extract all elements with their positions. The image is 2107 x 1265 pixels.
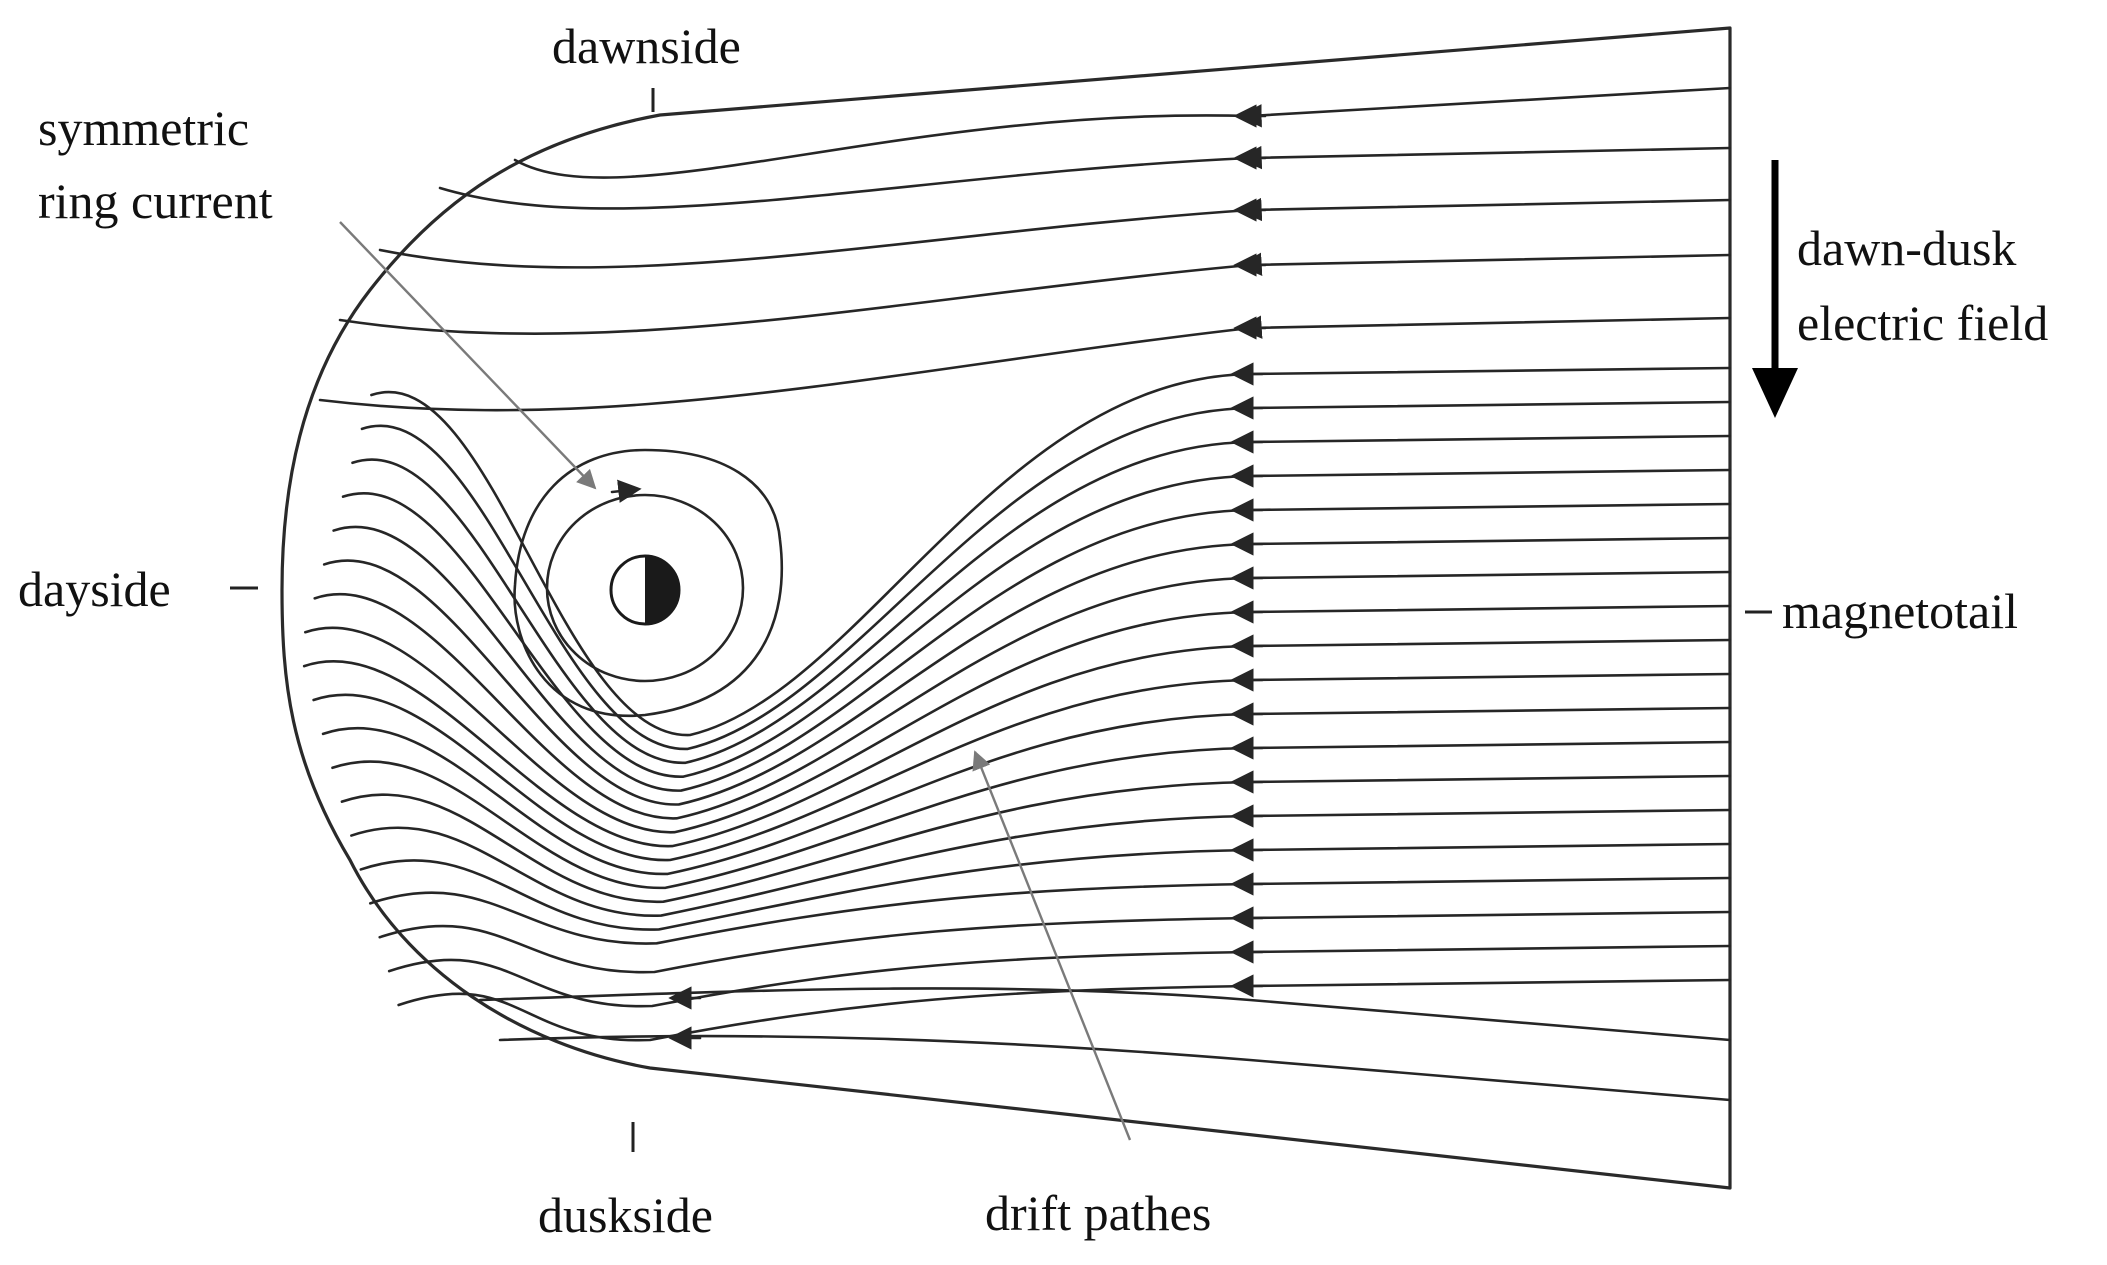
- ring-orbit-inner: [545, 493, 745, 683]
- dawnside-label: dawnside: [552, 18, 741, 74]
- magnetotail-label: magnetotail: [1782, 583, 2018, 639]
- ring-orbit-outer: [513, 448, 784, 718]
- drift-path-duskside: [340, 774, 1732, 903]
- drift-paths-label: drift pathes: [985, 1185, 1211, 1241]
- drift-path-duskside: [360, 400, 1732, 751]
- drift-path-dawnside: [378, 197, 1732, 269]
- electric-field-label-line1: dawn-dusk: [1797, 220, 2016, 276]
- ring-current-orbits: [513, 448, 784, 718]
- drift-path-dawnside: [318, 315, 1732, 412]
- drift-path-duskside: [351, 434, 1732, 765]
- drift-path-duskside: [313, 570, 1732, 820]
- drift-path-duskside-outer: [498, 1034, 1732, 1102]
- drift-path-duskside: [368, 876, 1732, 945]
- drift-path-duskside: [350, 808, 1732, 917]
- ring-current-label-line2: ring current: [38, 173, 273, 229]
- magnetopause-boundary: [280, 26, 1732, 1190]
- duskside-label: duskside: [538, 1187, 713, 1243]
- drift-path-duskside: [370, 366, 1732, 737]
- drift-path-duskside: [341, 468, 1732, 778]
- drift-paths: [302, 86, 1732, 1102]
- drift-path-duskside: [302, 638, 1732, 848]
- drift-path-dawnside: [338, 252, 1732, 335]
- drift-path-dawnside: [513, 86, 1732, 179]
- ring-current-label-line1: symmetric: [38, 100, 249, 156]
- drift-path-dawnside: [438, 145, 1732, 210]
- drift-path-duskside: [359, 842, 1732, 931]
- arrow-down-icon: [1752, 160, 1798, 418]
- drift-path-duskside: [322, 536, 1732, 806]
- drift-paths-pointer: [972, 750, 1132, 1141]
- drift-path-duskside: [378, 910, 1732, 974]
- earth-icon: [609, 554, 681, 626]
- drift-path-duskside: [332, 502, 1732, 792]
- ring-orbit-arrow: [610, 479, 642, 503]
- drift-path-duskside: [312, 672, 1732, 862]
- electric-field-label-line2: electric field: [1797, 295, 2048, 351]
- drift-path-duskside-outer: [478, 987, 1732, 1042]
- ring-current-pointer: [339, 221, 597, 490]
- drift-path-duskside: [331, 740, 1732, 890]
- dayside-label: dayside: [18, 561, 171, 617]
- drift-path-duskside: [303, 604, 1732, 834]
- drift-path-duskside: [321, 706, 1732, 876]
- drift-path-duskside: [387, 944, 1732, 1008]
